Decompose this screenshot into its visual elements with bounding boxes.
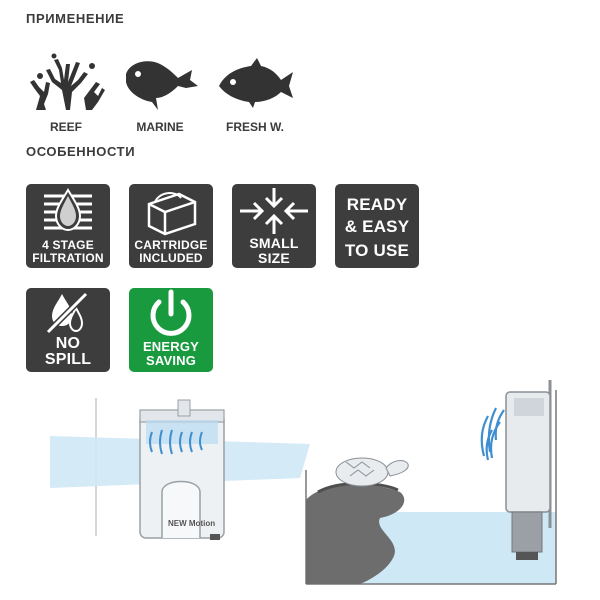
feature-no-spill: NO SPILL — [26, 288, 110, 372]
filter-brand-label: NEW Motion — [168, 519, 215, 528]
filter-right — [480, 380, 552, 560]
feature-ready-easy: READY & EASY TO USE — [335, 184, 419, 268]
feature-text-line2: SPILL — [44, 351, 92, 368]
filter-left — [139, 399, 225, 540]
feature-text-line1: NO — [55, 335, 81, 352]
power-icon — [150, 289, 192, 336]
product-illustration: NEW Motion — [50, 380, 557, 585]
feature-text-line2: INCLUDED — [139, 251, 203, 265]
freshwater-fish-icon — [215, 52, 295, 112]
application-heading: ПРИМЕНЕНИЕ — [26, 11, 125, 26]
cartridge-icon — [147, 192, 197, 236]
feature-energy-saving: ENERGY SAVING — [129, 288, 213, 372]
application-label-reef: REEF — [49, 120, 82, 134]
filtration-drop-icon — [44, 188, 92, 232]
feature-text-line1: 4 STAGE — [42, 238, 94, 252]
coral-icon — [26, 52, 106, 112]
feature-cartridge-included: CARTRIDGE INCLUDED — [129, 184, 213, 268]
feature-small-size: SMALL SIZE — [232, 184, 316, 268]
feature-text-line1: CARTRIDGE — [134, 238, 208, 252]
compress-arrows-icon — [240, 188, 308, 234]
feature-text-line1: READY — [346, 195, 408, 214]
no-drop-icon — [45, 291, 89, 335]
feature-text-line3: TO USE — [344, 241, 410, 260]
feature-text-line2: & EASY — [344, 217, 410, 236]
application-label-marine: MARINE — [136, 120, 184, 134]
feature-four-stage-filtration: 4 STAGE FILTRATION — [26, 184, 110, 268]
feature-text-line1: SMALL — [249, 235, 299, 251]
application-label-freshwater: FRESH W. — [225, 120, 284, 134]
feature-text-line1: ENERGY — [142, 339, 200, 354]
marine-fish-icon — [120, 52, 200, 112]
feature-text-line2: FILTRATION — [32, 251, 104, 265]
feature-text-line2: SIZE — [258, 250, 290, 266]
feature-text-line2: SAVING — [145, 353, 197, 368]
features-heading: ОСОБЕННОСТИ — [26, 144, 136, 159]
